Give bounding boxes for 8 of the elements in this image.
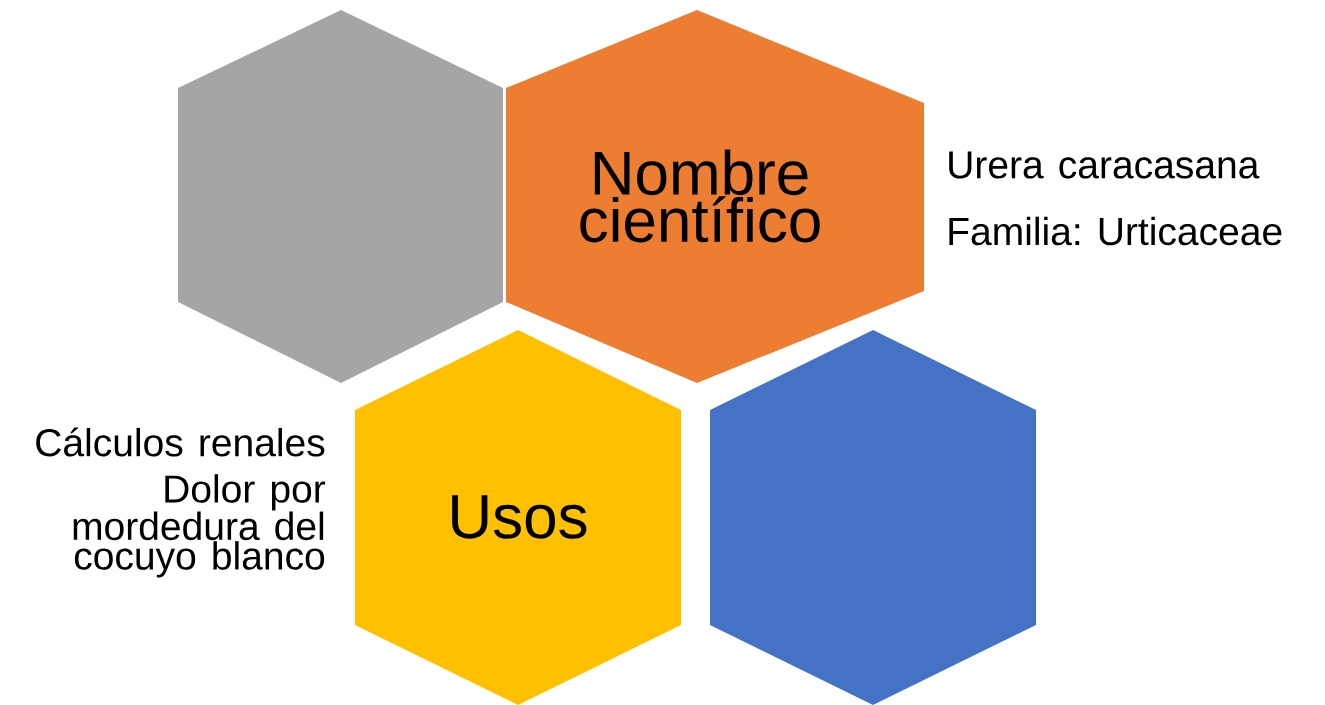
side-note: Dolor por mordedura del cocuyo blanco	[73, 474, 326, 578]
hexagon-box: Usos	[355, 330, 681, 705]
hexagon-box: Nombre científico	[506, 10, 924, 383]
side-note: Urera caracasana	[949, 151, 1260, 179]
side-note: Familia: Urticaceae	[949, 216, 1282, 246]
hexagon-shape	[710, 330, 1036, 705]
hexagon-shape	[178, 10, 503, 383]
side-note: Cálculos renales	[36, 427, 325, 457]
